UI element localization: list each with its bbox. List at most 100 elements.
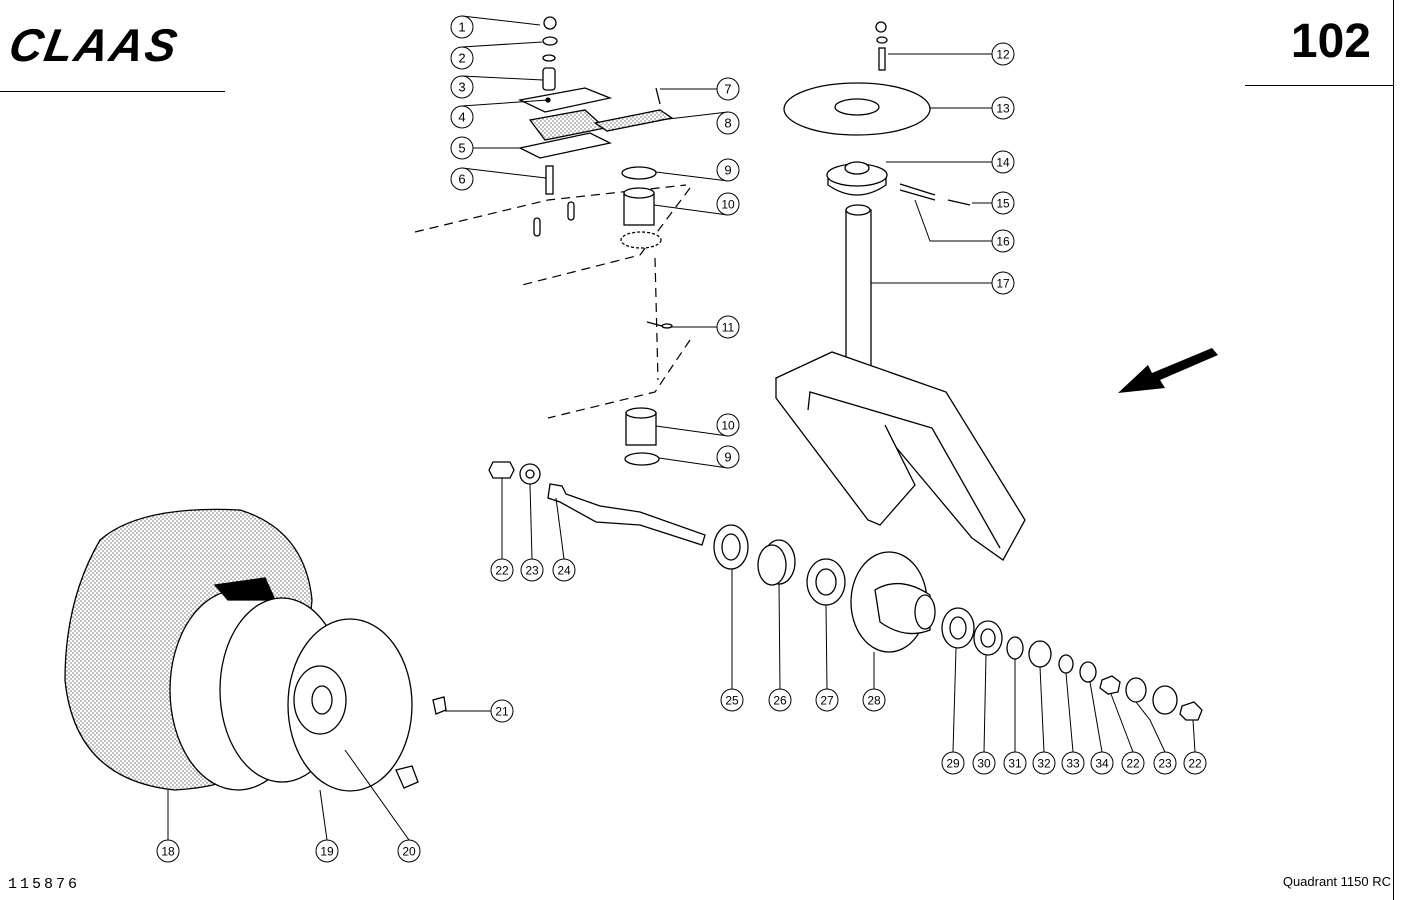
callout-7: 7	[716, 77, 740, 101]
callout-leader-line	[1089, 681, 1103, 753]
callout-number: 22	[495, 564, 509, 578]
callout-8: 8	[716, 111, 740, 135]
callout-33: 33	[1061, 751, 1085, 775]
callout-number: 16	[996, 235, 1010, 249]
callout-number: 24	[557, 564, 571, 578]
wheel-group	[64, 508, 447, 792]
callout-26: 26	[768, 688, 792, 712]
callout-circle	[450, 136, 474, 160]
callout-29: 29	[941, 751, 965, 775]
callout-number: 6	[458, 172, 465, 187]
callout-number: 9	[724, 163, 731, 178]
pad-part	[593, 109, 674, 132]
callout-circle	[1090, 751, 1114, 775]
callout-number: 22	[1188, 757, 1202, 771]
callout-circle	[520, 558, 544, 582]
callout-circle	[720, 688, 744, 712]
callout-leader-line	[655, 171, 729, 182]
callout-circle	[1121, 751, 1145, 775]
callout-12: 12	[991, 42, 1015, 66]
callout-number: 11	[722, 321, 735, 335]
callout-circle	[1032, 751, 1056, 775]
callout-9: 9	[716, 158, 740, 182]
callout-circle	[972, 751, 996, 775]
page-number: 102	[1290, 15, 1371, 68]
callout-number: 2	[458, 51, 465, 66]
callout-number: 19	[320, 845, 334, 859]
model-name: Quadrant 1150 RC	[1282, 874, 1391, 889]
callout-leader-line	[659, 111, 729, 121]
callout-13: 13	[991, 96, 1015, 120]
callout-number: 8	[724, 116, 731, 131]
callout-21: 21	[490, 699, 514, 723]
callout-22: 22	[490, 558, 514, 582]
callout-circle	[716, 158, 740, 182]
callout-circle	[450, 105, 474, 129]
axle-hub-group	[488, 461, 1203, 721]
callout-11: 11	[716, 315, 740, 339]
callout-20: 20	[397, 839, 421, 863]
callout-circle	[1153, 751, 1177, 775]
callout-27: 27	[815, 688, 839, 712]
upper-parts-group	[517, 16, 674, 466]
callout-number: 23	[525, 564, 539, 578]
callout-number: 3	[458, 80, 465, 95]
callout-10: 10	[716, 413, 740, 437]
callout-24: 24	[552, 558, 576, 582]
callout-25: 25	[720, 688, 744, 712]
callout-number: 14	[996, 156, 1010, 170]
callout-circle	[716, 413, 740, 437]
callout-10: 10	[716, 192, 740, 216]
frame-border-right	[1393, 0, 1394, 900]
callout-leader-line	[461, 167, 547, 179]
callout-number: 34	[1095, 757, 1109, 771]
ring-part	[621, 166, 657, 180]
callout-number: 7	[724, 82, 731, 97]
callout-number: 15	[996, 197, 1010, 211]
callout-number: 12	[996, 48, 1010, 62]
callout-circle	[716, 315, 740, 339]
callout-number: 17	[996, 277, 1010, 291]
callout-18: 18	[156, 839, 180, 863]
callout-leader-line	[461, 75, 544, 81]
callout-31: 31	[1003, 751, 1027, 775]
callout-number: 33	[1066, 757, 1080, 771]
callout-leader-line	[655, 425, 729, 437]
callout-9: 9	[716, 445, 740, 469]
callout-number: 20	[402, 845, 416, 859]
callout-1: 1	[450, 15, 474, 39]
callout-circle	[716, 111, 740, 135]
callout-leader-line	[529, 483, 533, 560]
callout-leader-line	[658, 457, 729, 469]
callout-circle	[397, 839, 421, 863]
callout-leaders	[167, 15, 1196, 841]
washer-part	[542, 36, 558, 46]
callout-number: 4	[458, 110, 465, 125]
callout-leader-line	[825, 604, 828, 690]
callout-2: 2	[450, 46, 474, 70]
callout-number: 27	[820, 694, 834, 708]
callout-circle	[862, 688, 886, 712]
callout-number: 25	[725, 694, 739, 708]
callout-19: 19	[315, 839, 339, 863]
callout-leader-line	[653, 204, 729, 216]
callout-leader-line	[461, 15, 541, 26]
callout-leader-line	[461, 99, 549, 107]
callout-leader-line	[952, 647, 957, 753]
callout-circle	[991, 229, 1015, 253]
callout-circle	[815, 688, 839, 712]
callout-leader-line	[778, 583, 781, 690]
callout-circle	[716, 445, 740, 469]
callout-circle	[716, 192, 740, 216]
callout-circle	[716, 77, 740, 101]
callout-34: 34	[1090, 751, 1114, 775]
callout-circle	[768, 688, 792, 712]
callout-16: 16	[991, 229, 1015, 253]
callout-leader-line	[914, 199, 992, 242]
callout-leader-line	[1039, 666, 1045, 753]
callout-23: 23	[1153, 751, 1177, 775]
callout-32: 32	[1032, 751, 1056, 775]
